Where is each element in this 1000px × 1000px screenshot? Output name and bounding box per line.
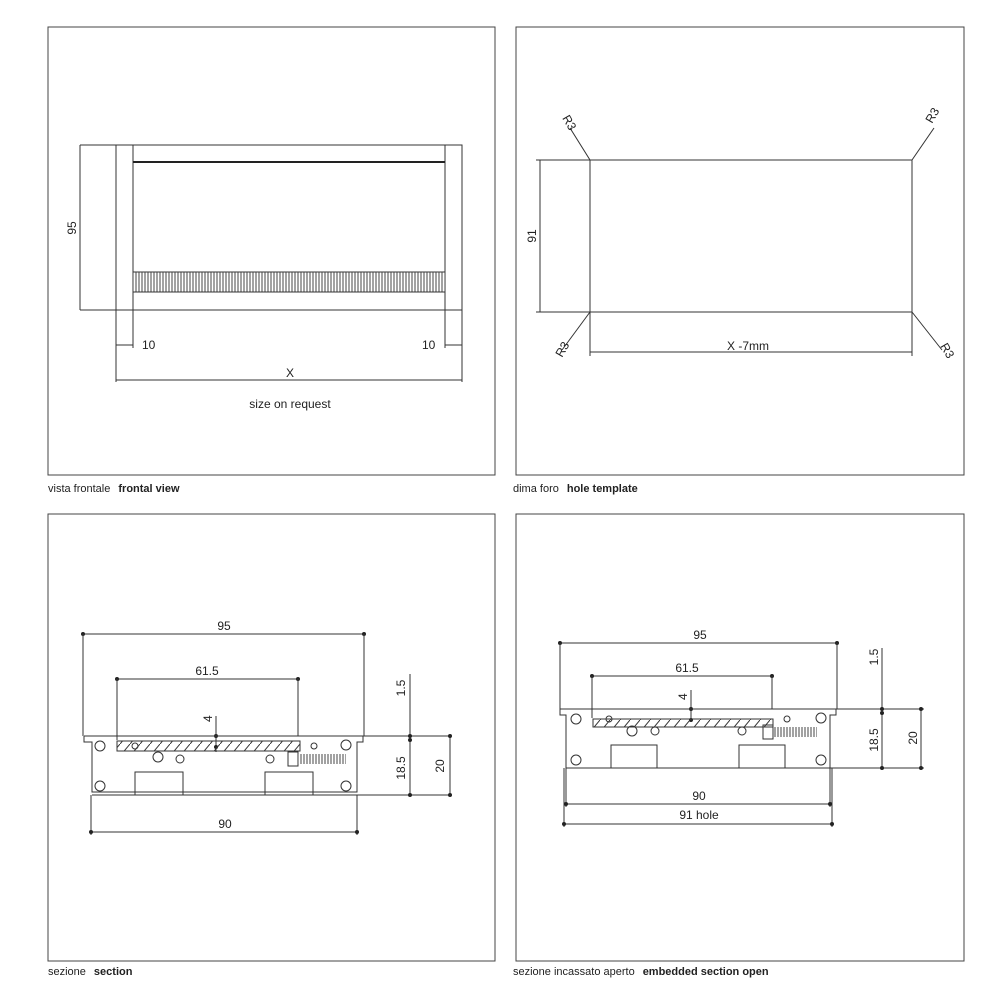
dim-95-label: 95 <box>693 628 707 642</box>
radius-label-tr: R3 <box>922 105 942 126</box>
panel-frame <box>515 26 965 476</box>
dim-20-label: 20 <box>433 759 447 773</box>
dim-right-label: 10 <box>422 338 436 352</box>
hole-outline <box>589 159 913 313</box>
dim-61-5-label: 61.5 <box>675 661 699 675</box>
size-note: size on request <box>249 397 331 411</box>
dim-1-5-label: 1.5 <box>867 648 881 665</box>
panel-frontal-view: 95 10 10 X size on request vista frontal… <box>47 26 496 495</box>
dim-width-label: X -7mm <box>727 339 769 353</box>
radius-label-bl: R3 <box>552 339 572 360</box>
panel-embedded-section: 95 61.5 4 1.5 18.5 20 90 91 hole sezio <box>513 513 965 978</box>
dim-1-5-label: 1.5 <box>394 679 408 696</box>
product-outline <box>115 144 463 311</box>
dim-width-label: X <box>286 366 294 380</box>
brush-strip <box>133 272 445 292</box>
dim-90-label: 90 <box>218 817 232 831</box>
radius-label-br: R3 <box>937 341 957 362</box>
dim-20-label: 20 <box>906 731 920 745</box>
panel-frame <box>47 513 496 962</box>
brush <box>773 727 817 737</box>
dim-4-label: 4 <box>676 693 690 700</box>
brush <box>298 754 346 764</box>
dim-18-5-label: 18.5 <box>394 756 408 780</box>
dim-18-5-label: 18.5 <box>867 728 881 752</box>
dim-90-label: 90 <box>692 789 706 803</box>
dim-height-label: 91 <box>525 229 539 243</box>
profile-section <box>83 735 364 796</box>
dim-height-label: 95 <box>65 221 79 235</box>
dim-4-label: 4 <box>201 715 215 722</box>
dim-95-label: 95 <box>217 619 231 633</box>
dim-left-label: 10 <box>142 338 156 352</box>
profile-embedded <box>559 708 837 769</box>
radius-label-tl: R3 <box>559 113 579 134</box>
panel-frame <box>515 513 965 962</box>
dim-61-5-label: 61.5 <box>195 664 219 678</box>
panel-frame <box>47 26 496 476</box>
dim-91-hole-label: 91 hole <box>679 808 719 822</box>
